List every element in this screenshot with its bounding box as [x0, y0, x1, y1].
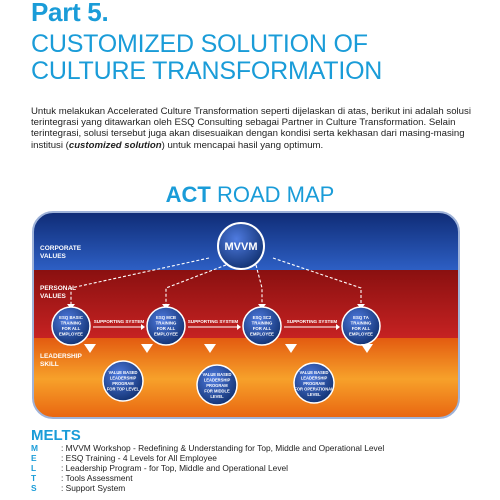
svg-text:EMPLOYEE: EMPLOYEE: [250, 332, 274, 337]
leadership-triangles: [84, 344, 373, 353]
training-node-1: ESQ BASIC TRAINING FOR ALL EMPLOYEE: [51, 306, 91, 346]
melts-letter: L: [31, 463, 37, 473]
svg-text:ESQ SC2: ESQ SC2: [253, 315, 272, 320]
svg-text:TRAINING: TRAINING: [252, 321, 273, 326]
heading-line-2: CULTURE TRANSFORMATION: [31, 57, 383, 85]
melts-text: : ESQ Training - 4 Levels for All Employ…: [61, 453, 217, 463]
svg-text:PROGRAM: PROGRAM: [112, 381, 134, 386]
leadership-node-1: VALUE BASED LEADERSHIP PROGRAM FOR TOP L…: [102, 360, 144, 402]
svg-text:VALUE BASED: VALUE BASED: [299, 370, 328, 375]
svg-text:TRAINING: TRAINING: [61, 321, 82, 326]
mvvm-node-label: MVVM: [225, 241, 258, 253]
act-roadmap-diagram: CORPORATE VALUES PERSONAL VALUES LEADERS…: [32, 211, 460, 419]
melts-letter: M: [31, 443, 38, 453]
intro-paragraph: Untuk melakukan Accelerated Culture Tran…: [31, 106, 471, 151]
svg-text:FOR ALL: FOR ALL: [352, 326, 371, 331]
roadmap-title: ACT ROAD MAP: [0, 183, 500, 207]
leadership-label-1: LEADERSHIP: [40, 353, 83, 360]
leadership-skill-band: [33, 338, 459, 418]
svg-text:EMPLOYEE: EMPLOYEE: [59, 332, 83, 337]
svg-text:FOR MIDDLE: FOR MIDDLE: [204, 389, 230, 394]
svg-text:ESQ BASIC: ESQ BASIC: [59, 315, 83, 320]
training-node-2: ESQ MCB TRAINING FOR ALL EMPLOYEE: [146, 306, 186, 346]
diagram-frame: [32, 211, 460, 419]
svg-text:ESQ TA: ESQ TA: [353, 315, 369, 320]
supporting-arrowheads: [141, 324, 340, 330]
svg-text:FOR TOP LEVEL: FOR TOP LEVEL: [107, 387, 140, 392]
part-number: Part 5.: [31, 0, 109, 27]
melts-letter: E: [31, 453, 37, 463]
svg-text:PROGRAM: PROGRAM: [303, 381, 325, 386]
melts-text: : Support System: [61, 483, 126, 493]
leadership-label-2: SKILL: [40, 361, 59, 368]
supporting-label-1: SUPPORTING SYSTEM: [94, 319, 145, 324]
svg-text:FOR OPERATIONAL: FOR OPERATIONAL: [294, 387, 334, 392]
heading-line-1: CUSTOMIZED SOLUTION OF: [31, 30, 368, 58]
melts-text: : MVVM Workshop - Redefining & Understan…: [61, 443, 385, 453]
supporting-label-2: SUPPORTING SYSTEM: [188, 319, 239, 324]
svg-text:VALUE BASED: VALUE BASED: [108, 370, 137, 375]
melts-text: : Leadership Program - for Top, Middle a…: [61, 463, 289, 473]
svg-text:LEVEL: LEVEL: [210, 394, 224, 399]
svg-text:TRAINING: TRAINING: [156, 321, 177, 326]
melts-title: MELTS: [31, 427, 81, 444]
svg-text:LEADERSHIP: LEADERSHIP: [204, 378, 231, 383]
leadership-node-2: VALUE BASED LEADERSHIP PROGRAM FOR MIDDL…: [196, 364, 238, 406]
svg-text:FOR ALL: FOR ALL: [253, 326, 272, 331]
melts-letter: S: [31, 483, 37, 493]
svg-text:FOR ALL: FOR ALL: [157, 326, 176, 331]
svg-text:ESQ MCB: ESQ MCB: [156, 315, 176, 320]
mvvm-node: [217, 222, 265, 270]
personal-label-1: PERSONAL: [40, 285, 76, 292]
melts-letter: T: [31, 473, 37, 483]
personal-label-2: VALUES: [40, 293, 67, 300]
training-node-3: ESQ SC2 TRAINING FOR ALL EMPLOYEE: [242, 306, 282, 346]
svg-text:LEADERSHIP: LEADERSHIP: [301, 376, 328, 381]
roadmap-title-bold: ACT: [165, 182, 211, 207]
svg-text:TRAINING: TRAINING: [351, 321, 372, 326]
supporting-label-3: SUPPORTING SYSTEM: [287, 319, 338, 324]
svg-text:LEADERSHIP: LEADERSHIP: [110, 376, 137, 381]
melts-text: : Tools Assessment: [61, 473, 133, 483]
roadmap-title-rest: ROAD MAP: [210, 182, 335, 207]
svg-text:FOR ALL: FOR ALL: [62, 326, 81, 331]
svg-text:LEVEL: LEVEL: [307, 392, 321, 397]
intro-emphasis: customized solution: [68, 139, 162, 151]
intro-text-after: ) untuk mencapai hasil yang optimum.: [161, 139, 324, 151]
mvvm-arrows: [70, 257, 362, 306]
svg-text:EMPLOYEE: EMPLOYEE: [349, 332, 373, 337]
training-node-4: ESQ TA TRAINING FOR ALL EMPLOYEE: [341, 306, 381, 346]
svg-text:VALUE BASED: VALUE BASED: [202, 372, 231, 377]
corporate-label-2: VALUES: [40, 253, 67, 260]
intro-text-before: Untuk melakukan Accelerated Culture Tran…: [31, 106, 471, 151]
section-heading: CUSTOMIZED SOLUTION OF CULTURE TRANSFORM…: [31, 31, 382, 85]
svg-text:PROGRAM: PROGRAM: [206, 383, 228, 388]
svg-text:EMPLOYEE: EMPLOYEE: [154, 332, 178, 337]
leadership-node-3: VALUE BASED LEADERSHIP PROGRAM FOR OPERA…: [293, 362, 335, 404]
corporate-label-1: CORPORATE: [40, 245, 82, 252]
